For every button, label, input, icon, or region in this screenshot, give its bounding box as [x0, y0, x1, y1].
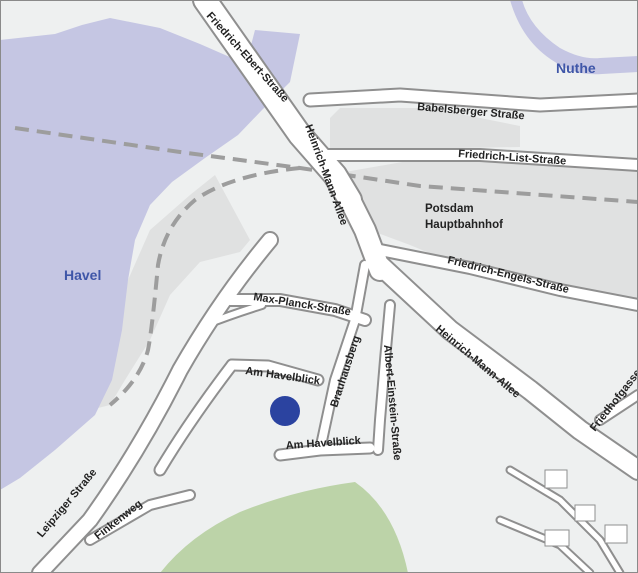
location-dot-icon[interactable] [270, 396, 300, 426]
havel-label: Havel [64, 267, 101, 283]
building-block [604, 524, 628, 544]
havel-river [0, 18, 300, 490]
built-area-west [90, 175, 250, 410]
building-blocks [544, 469, 628, 547]
nuthe-label: Nuthe [556, 60, 596, 76]
building-block [574, 504, 596, 522]
park-area [160, 482, 408, 573]
poi-label-line-1: Potsdam [425, 203, 474, 215]
poi-label-line-2: Hauptbahnhof [425, 219, 503, 231]
street-label-am-havelblick-south: Am Havelblick [285, 435, 362, 452]
nuthe-river [510, 0, 638, 75]
built-area-north [330, 108, 520, 150]
building-block [544, 469, 568, 489]
building-block [544, 529, 570, 547]
railway-branch [108, 166, 301, 407]
